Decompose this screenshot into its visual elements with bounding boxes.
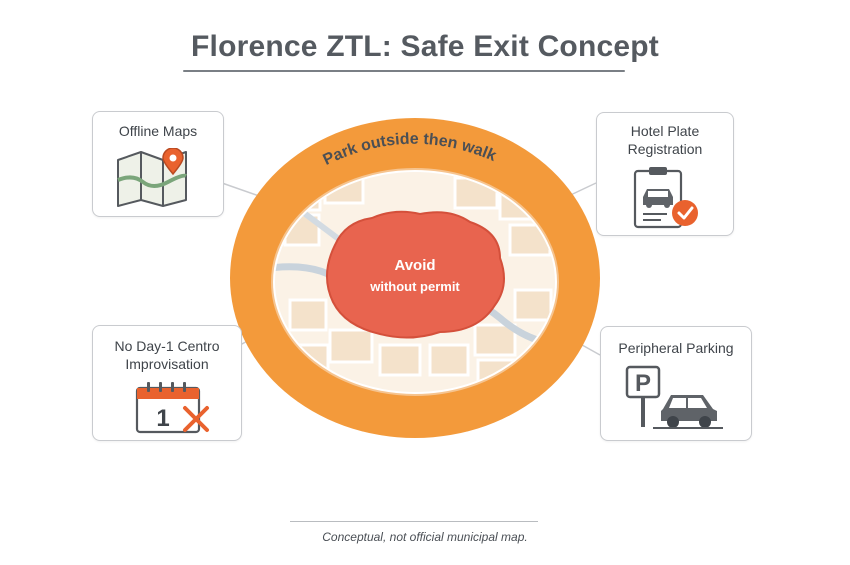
card-peripheral-parking: Peripheral Parking P — [600, 326, 752, 441]
core-label-line2: without permit — [369, 279, 460, 294]
clipboard-car-check-icon — [633, 167, 698, 229]
parking-sign-car-icon: P — [625, 365, 723, 429]
core-label-line1: Avoid — [394, 257, 435, 274]
title-underline — [183, 70, 625, 72]
card-hotel-plate-registration: Hotel Plate Registration — [596, 112, 734, 236]
card-offline-maps: Offline Maps — [92, 111, 224, 217]
card-no-day1-label-line1: No Day-1 Centro — [114, 338, 220, 354]
card-hotel-plate-label-line2: Registration — [627, 141, 703, 157]
card-no-day1-centro: No Day-1 Centro Improvisation 1 — [92, 325, 242, 441]
card-hotel-plate-label-line1: Hotel Plate — [630, 123, 700, 139]
card-peripheral-parking-label: Peripheral Parking — [618, 340, 734, 356]
parking-sign-letter: P — [635, 370, 651, 397]
calendar-day-number: 1 — [156, 405, 169, 432]
restricted-core — [326, 210, 505, 339]
card-no-day1-label-line2: Improvisation — [125, 356, 209, 372]
card-offline-maps-label: Offline Maps — [118, 123, 198, 139]
page-title: Florence ZTL: Safe Exit Concept — [191, 30, 659, 63]
map-pin-icon — [117, 148, 188, 207]
footnote: Conceptual, not official municipal map. — [322, 530, 528, 544]
footnote-divider — [290, 521, 538, 522]
calendar-cross-icon: 1 — [135, 382, 209, 434]
